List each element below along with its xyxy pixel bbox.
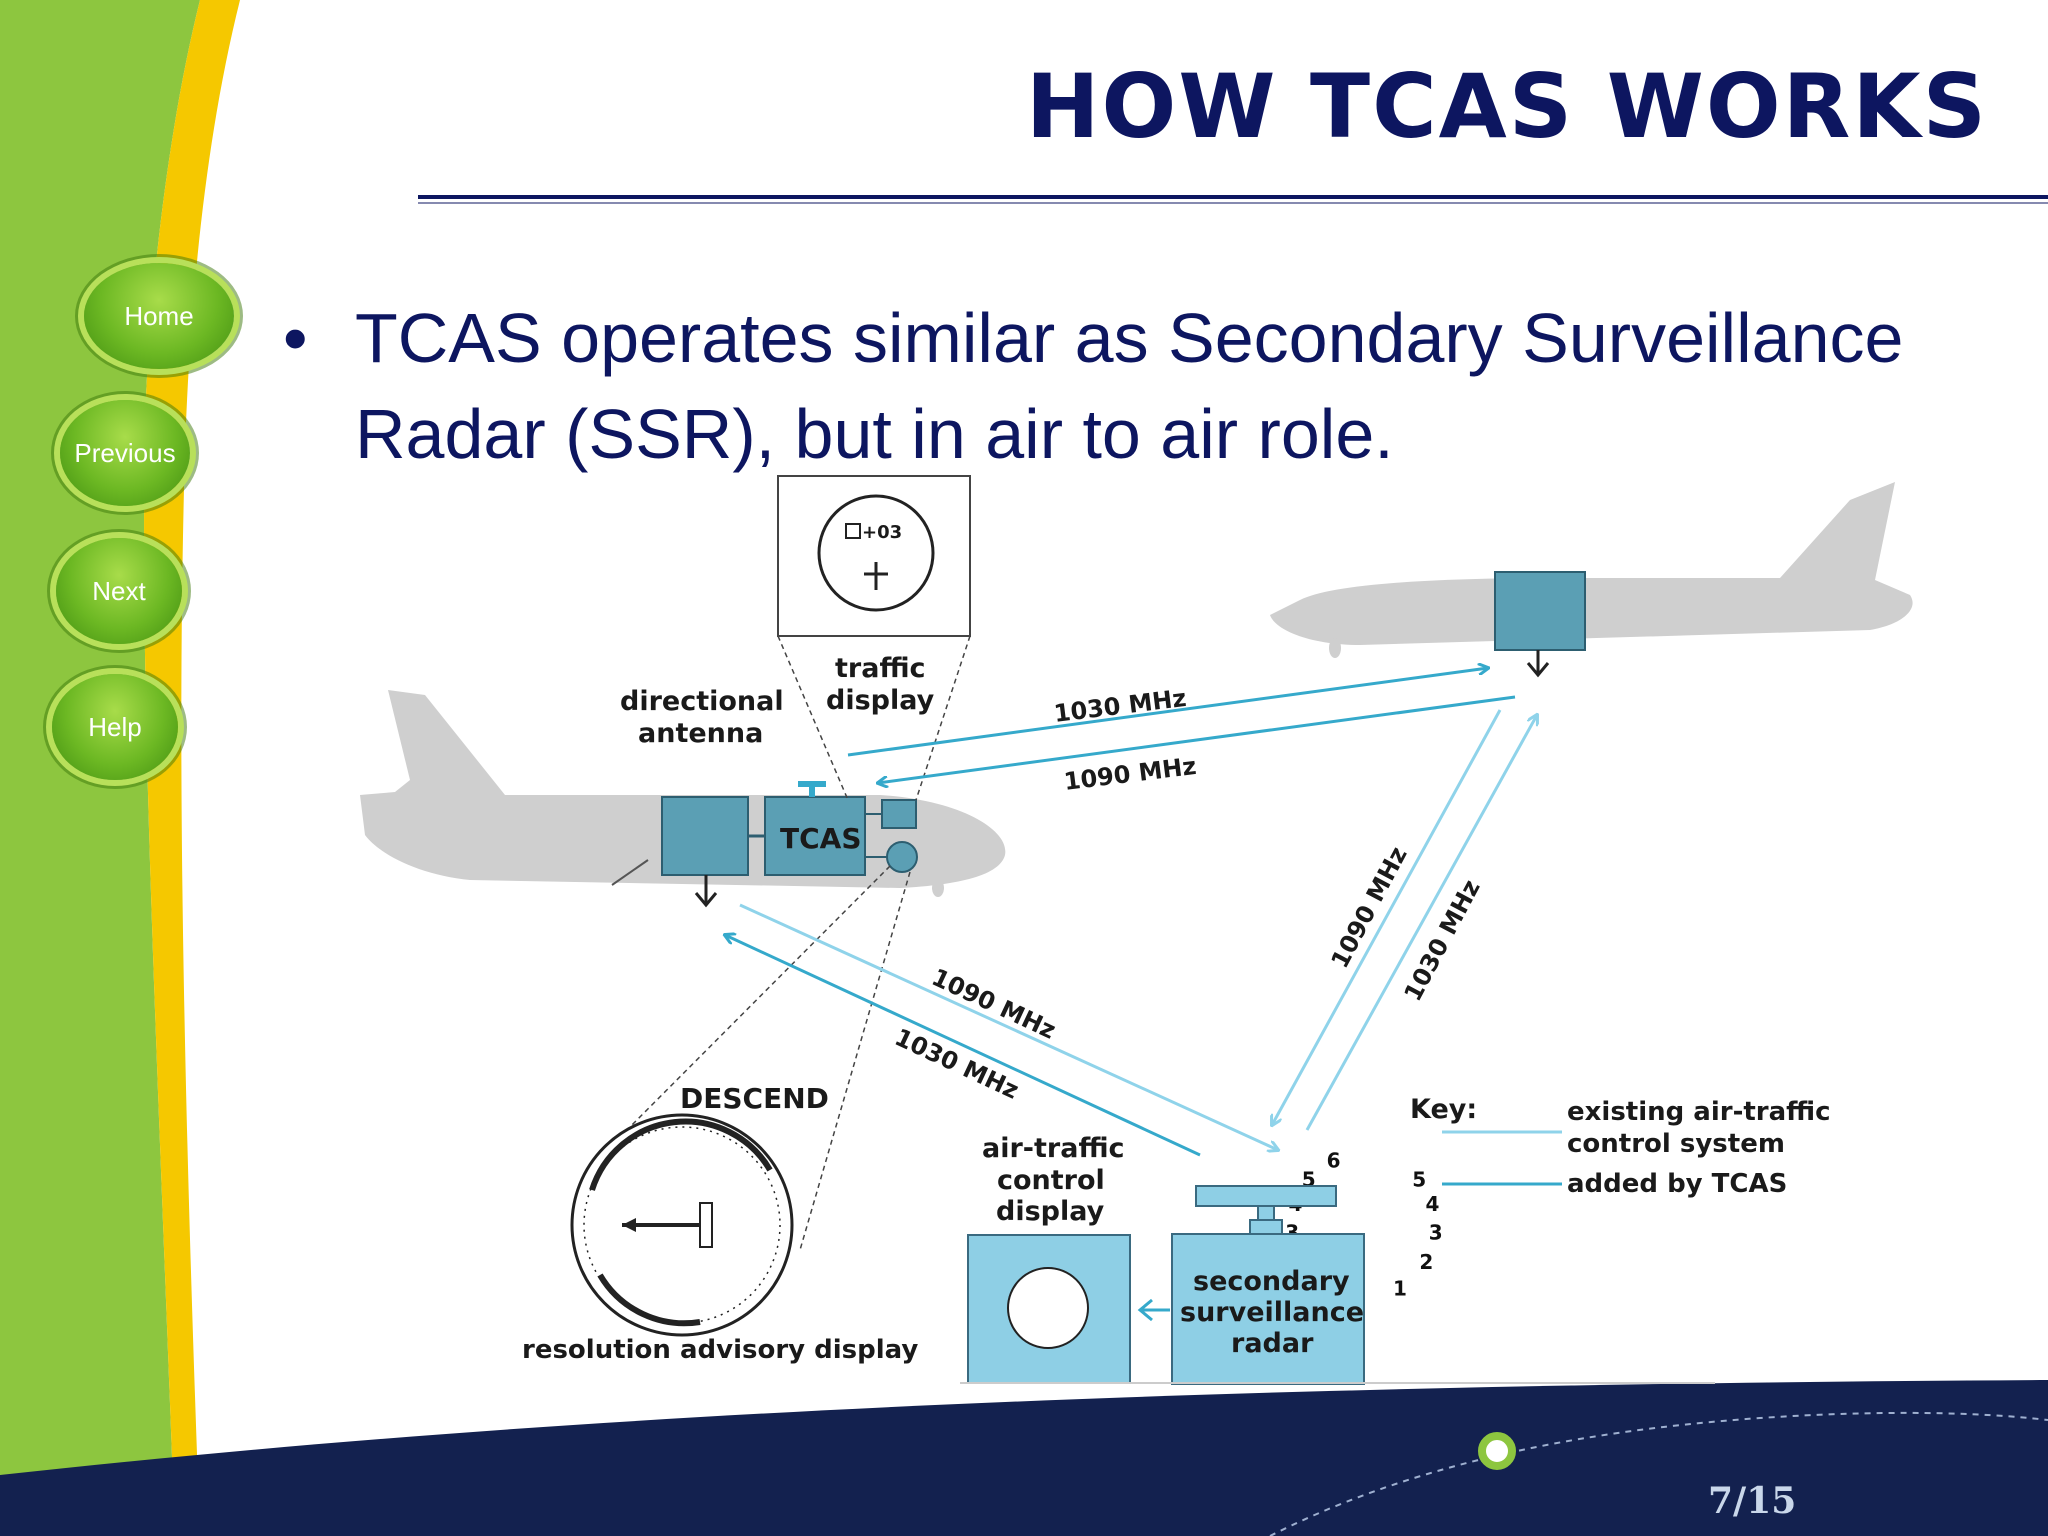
atc-display-label-2: control xyxy=(997,1165,1105,1196)
ra-arc-icon xyxy=(589,1118,773,1191)
traffic-display-scope xyxy=(817,494,935,612)
signal-1030-radar-left xyxy=(739,903,1278,1150)
descend-label: DESCEND xyxy=(680,1082,829,1115)
slide-title: HOW TCAS WORKS xyxy=(1025,55,1988,158)
atc-display-screen-icon xyxy=(1007,1267,1089,1349)
freq-1030-a2a: 1030 MHz xyxy=(1052,684,1188,728)
signal-1090-radar-right xyxy=(1272,709,1502,1125)
traffic-symbol-icon xyxy=(845,523,861,539)
traffic-display-label-2: display xyxy=(826,685,935,716)
help-button[interactable]: Help xyxy=(52,674,178,780)
traffic-display-unit xyxy=(881,799,917,829)
bullet-dot-icon: • xyxy=(283,299,308,377)
dial-lower-tick-1: 1 xyxy=(1393,1276,1407,1300)
previous-button-label: Previous xyxy=(74,437,176,468)
directional-antenna-label-2: antenna xyxy=(638,718,763,749)
signal-1090-radar-left xyxy=(725,935,1201,1157)
tcas-antenna-icon xyxy=(798,781,826,797)
home-button[interactable]: Home xyxy=(84,263,234,369)
signal-1030-a2a xyxy=(847,668,1488,757)
directional-antenna-icon xyxy=(694,875,718,908)
bullet-text: • TCAS operates similar as Secondary Sur… xyxy=(283,290,2005,482)
secondary-surveillance-radar xyxy=(1171,1185,1365,1385)
ssr-label-1: secondary xyxy=(1193,1266,1350,1297)
key-tcas-label: added by TCAS xyxy=(1567,1169,1787,1199)
key-title: Key: xyxy=(1410,1094,1477,1125)
signal-1030-radar-right xyxy=(1305,715,1537,1131)
own-ship-icon xyxy=(864,562,888,590)
dial-lower-tick-5: 5 xyxy=(1412,1168,1426,1192)
sidebar-yellow-stripe xyxy=(144,0,240,1536)
traffic-display-callout: +03 traffic display xyxy=(777,475,971,801)
dial-lower-tick-3: 3 xyxy=(1429,1220,1443,1244)
page-number: 7/15 xyxy=(1708,1480,1797,1522)
next-button-label: Next xyxy=(92,575,146,606)
home-button-label: Home xyxy=(124,300,194,331)
previous-button[interactable]: Previous xyxy=(60,400,190,506)
radar-to-display-arrow xyxy=(1137,1298,1170,1322)
key-existing-label-2: control system xyxy=(1567,1129,1785,1159)
atc-display-label-1: air-traffic xyxy=(982,1133,1125,1164)
footer-wave xyxy=(0,1380,2048,1536)
next-button[interactable]: Next xyxy=(56,538,182,644)
freq-1090-a2a: 1090 MHz xyxy=(1062,752,1198,796)
footer-dashed-arc xyxy=(1269,1411,2048,1536)
resolution-advisory-label: resolution advisory display xyxy=(522,1335,918,1365)
resolution-advisory-dial: 12345612345 xyxy=(570,1113,1443,1337)
atc-display-label-3: display xyxy=(996,1196,1105,1227)
atc-display xyxy=(967,1234,1131,1384)
intruder-antenna-icon xyxy=(1526,650,1550,678)
dial-lower-tick-4: 4 xyxy=(1426,1192,1440,1216)
dial-upper-tick-6: 6 xyxy=(1327,1149,1341,1173)
tcas-unit-label: TCAS xyxy=(780,822,861,855)
dial-lower-tick-2: 2 xyxy=(1419,1250,1433,1274)
directional-antenna-label-1: directional xyxy=(620,686,784,717)
own-aircraft: TCAS xyxy=(360,690,1006,908)
tcas-unit-box xyxy=(764,796,866,876)
directional-antenna-box xyxy=(661,796,749,876)
radar-antenna-icon xyxy=(1195,1185,1337,1207)
footer-marker-icon xyxy=(1478,1432,1516,1470)
ra-display-unit xyxy=(886,841,918,873)
freq-1090-radar-right: 1090 MHz xyxy=(1326,842,1413,973)
ssr-label-2: surveillance xyxy=(1180,1297,1364,1328)
diagram-key: Key: existing air-traffic control system… xyxy=(1410,1094,1831,1199)
intruder-aircraft xyxy=(1270,482,1913,678)
intruder-transponder-box xyxy=(1494,571,1586,651)
freq-1090-radar-left: 1090 MHz xyxy=(927,963,1059,1045)
key-existing-label-1: existing air-traffic xyxy=(1567,1097,1831,1127)
signal-1090-a2a xyxy=(878,695,1516,783)
ssr-label-3: radar xyxy=(1231,1328,1314,1359)
traffic-readout: +03 xyxy=(862,522,902,543)
traffic-display-label-1: traffic xyxy=(835,653,926,684)
bullet-content: TCAS operates similar as Secondary Surve… xyxy=(355,299,1904,473)
help-button-label: Help xyxy=(88,711,142,742)
